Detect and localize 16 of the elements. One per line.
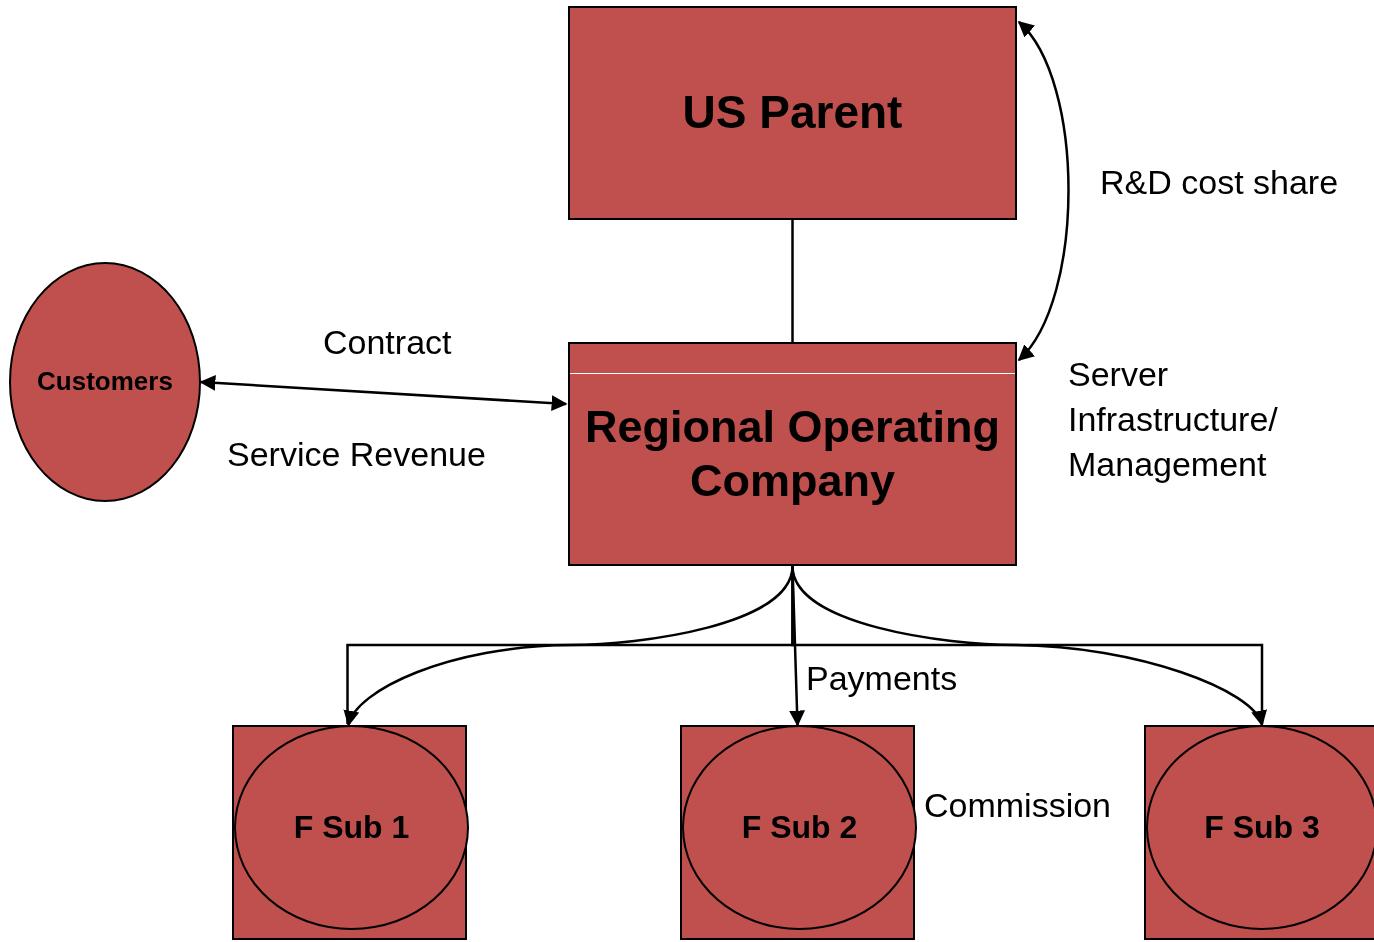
- annotation-text: Payments: [806, 658, 958, 699]
- node-label: F Sub 1: [293, 808, 410, 847]
- annotation-text: Commission: [924, 785, 1112, 826]
- annotation-text: Contract: [323, 322, 452, 363]
- entity-box: [568, 342, 1017, 566]
- node-label: F Sub 3: [1204, 808, 1320, 847]
- node-label: US Parent: [682, 85, 903, 141]
- annotation-text: Server Infrastructure/ Management: [1068, 354, 1279, 485]
- node-label: F Sub 2: [741, 808, 858, 847]
- arrow: [1017, 20, 1070, 362]
- node-label: Regional Operating Company: [583, 400, 1001, 508]
- annotation-text: Service Revenue: [227, 434, 486, 475]
- node-label: Customers: [37, 366, 173, 398]
- connector-line: [791, 220, 794, 342]
- arrow: [199, 374, 568, 412]
- entity-box: [568, 6, 1017, 220]
